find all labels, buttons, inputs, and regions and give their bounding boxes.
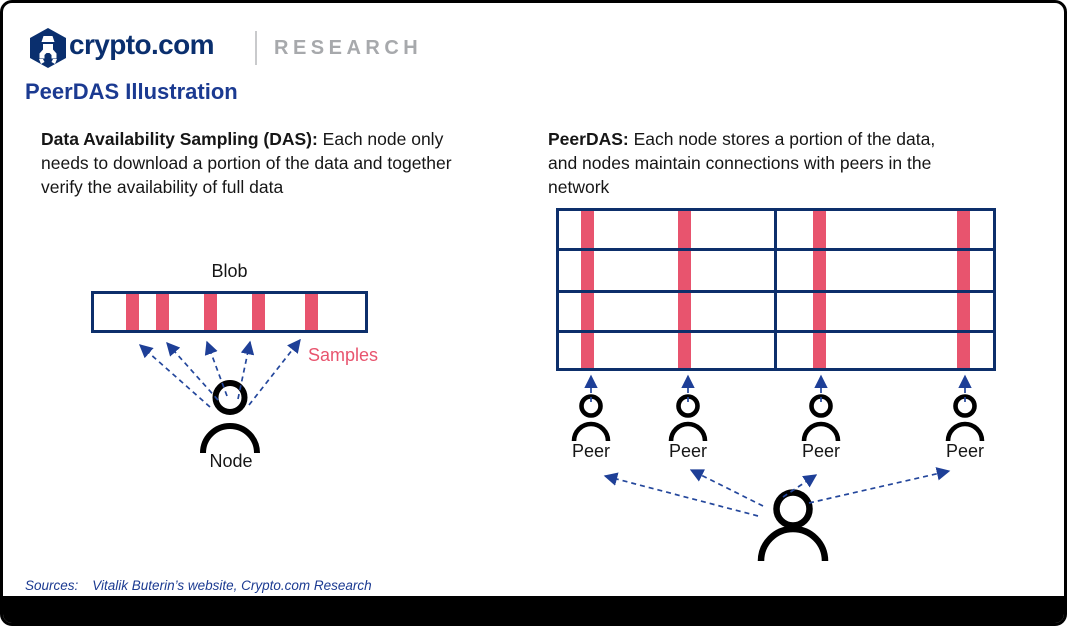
node-label: Node bbox=[209, 451, 253, 471]
sample-bar bbox=[126, 294, 139, 330]
peerdas-description-lead: PeerDAS: bbox=[548, 129, 629, 149]
blob-label: Blob bbox=[211, 261, 248, 281]
crypto-com-shield-icon bbox=[30, 28, 66, 68]
blob-rect bbox=[91, 291, 368, 333]
brand-name: crypto.com bbox=[69, 29, 215, 60]
peer-label: Peer bbox=[801, 441, 841, 461]
sources-text: Vitalik Buterin’s website, Crypto.com Re… bbox=[92, 578, 372, 593]
peer-person-icon bbox=[571, 394, 611, 442]
peerdas-description-body: Each node stores a portion of the data, … bbox=[548, 129, 936, 197]
node-person-icon bbox=[200, 380, 260, 454]
grid-column-divider bbox=[774, 211, 777, 368]
peer-label: Peer bbox=[668, 441, 708, 461]
research-label: RESEARCH bbox=[274, 37, 423, 59]
page-title: PeerDAS Illustration bbox=[25, 79, 238, 104]
das-description-body: Each node only needs to download a porti… bbox=[41, 129, 452, 197]
das-description-lead: Data Availability Sampling (DAS): bbox=[41, 129, 318, 149]
brand-divider bbox=[255, 31, 257, 65]
sources-label: Sources: bbox=[25, 578, 79, 593]
sample-bar bbox=[204, 294, 217, 330]
footer-bar bbox=[3, 596, 1064, 623]
peer-person-icon bbox=[668, 394, 708, 442]
peer-label: Peer bbox=[945, 441, 985, 461]
data-grid bbox=[556, 208, 996, 371]
sample-bar bbox=[156, 294, 169, 330]
sample-bar bbox=[252, 294, 265, 330]
sources-line: Sources: Vitalik Buterin’s website, Crypt… bbox=[25, 578, 372, 593]
peer-to-grid-arrows bbox=[584, 374, 972, 402]
sample-bar bbox=[305, 294, 318, 330]
peer-person-icon bbox=[801, 394, 841, 442]
das-description: Data Availability Sampling (DAS): Each n… bbox=[41, 127, 461, 199]
peer-label: Peer bbox=[571, 441, 611, 461]
peer-person-icon bbox=[945, 394, 985, 442]
peerdas-description: PeerDAS: Each node stores a portion of t… bbox=[548, 127, 960, 199]
network-person-icon bbox=[757, 489, 829, 562]
samples-label: Samples bbox=[308, 345, 379, 365]
